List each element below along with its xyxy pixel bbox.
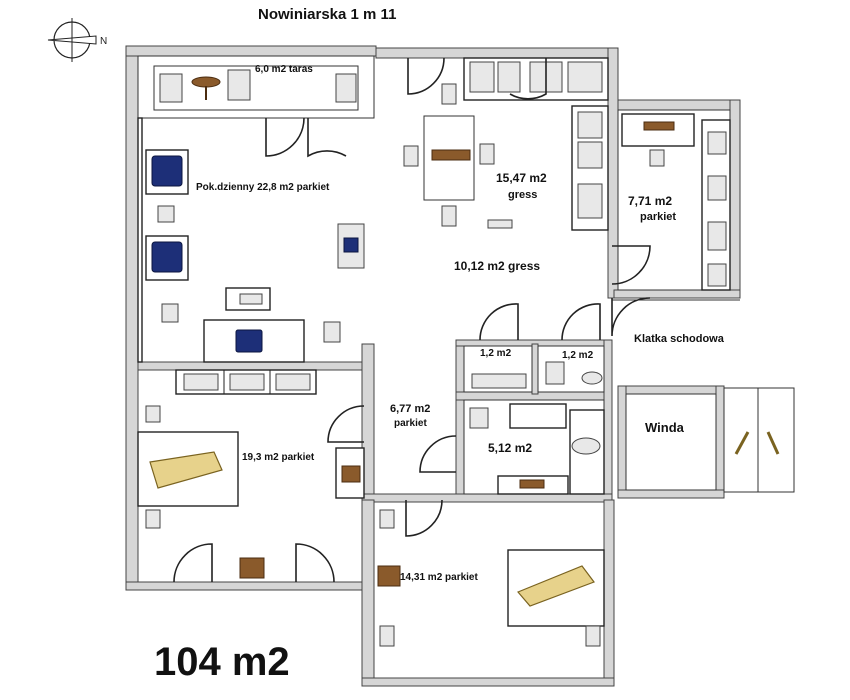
label-hall-small-floor: parkiet bbox=[394, 418, 427, 429]
label-kitchen-floor: gress bbox=[508, 189, 537, 201]
label-hall-small-area: 6,77 m2 bbox=[390, 403, 430, 415]
label-hall-main: 10,12 m2 gress bbox=[454, 259, 540, 273]
doors bbox=[173, 57, 651, 583]
label-room-right-floor: parkiet bbox=[640, 211, 676, 223]
label-bedroom2: 14,31 m2 parkiet bbox=[400, 572, 478, 583]
label-elevator: Winda bbox=[645, 420, 685, 435]
furniture bbox=[145, 61, 780, 647]
label-living-room: Pok.dzienny 22,8 m2 parkiet bbox=[196, 182, 330, 193]
label-wc2: 1,2 m2 bbox=[562, 350, 594, 361]
label-staircase: Klatka schodowa bbox=[634, 333, 725, 345]
label-room-right-area: 7,71 m2 bbox=[628, 194, 672, 208]
label-wc1: 1,2 m2 bbox=[480, 348, 512, 359]
compass-icon: N bbox=[47, 18, 107, 62]
plan-title: Nowiniarska 1 m 11 bbox=[258, 6, 396, 23]
label-bedroom1: 19,3 m2 parkiet bbox=[242, 452, 315, 463]
walls bbox=[125, 45, 741, 687]
total-area: 104 m2 bbox=[154, 640, 290, 684]
label-terrace: 6,0 m2 taras bbox=[255, 64, 313, 75]
compass-letter: N bbox=[100, 36, 107, 47]
label-kitchen-area: 15,47 m2 bbox=[496, 171, 547, 185]
label-bathroom: 5,12 m2 bbox=[488, 441, 532, 455]
